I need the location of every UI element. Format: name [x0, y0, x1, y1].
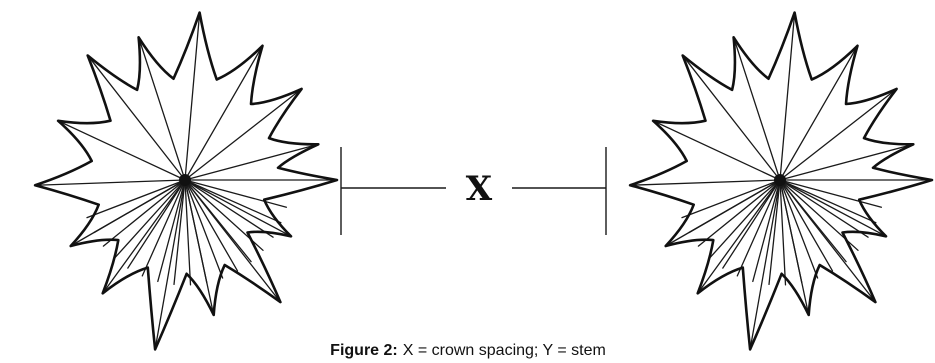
crown-branch-line: [141, 179, 186, 277]
crown-branch-line: [157, 179, 186, 283]
crown-branch-line: [184, 179, 289, 236]
crown-branch-line: [699, 179, 781, 291]
crown-branch-line: [779, 17, 795, 181]
crown-branch-line: [86, 179, 186, 219]
right-crown-spokes: [633, 17, 929, 345]
left-stem-point: [179, 174, 191, 186]
crown-branch-line: [779, 90, 894, 181]
crown-branch-line: [697, 179, 781, 247]
crown-branch-line: [184, 179, 252, 263]
crown-branch-line: [633, 179, 781, 186]
left-tree-crown: [33, 11, 339, 351]
crown-branch-line: [779, 49, 856, 181]
crown-branch-line: [184, 179, 208, 284]
crown-branch-line: [173, 179, 186, 286]
crown-branch-line: [184, 179, 274, 238]
crown-branch-line: [779, 179, 883, 208]
caption-prefix: Figure 2:: [330, 342, 398, 359]
crown-branch-line: [779, 179, 884, 236]
caption-text: X = crown spacing; Y = stem: [403, 342, 606, 359]
crown-branch-line: [61, 121, 186, 181]
crown-branch-line: [184, 144, 315, 181]
crown-branch-line: [709, 179, 781, 259]
crown-branch-line: [38, 179, 186, 186]
crown-branch-line: [779, 179, 834, 272]
crown-branch-line: [93, 179, 186, 234]
crown-branch-line: [104, 179, 186, 291]
left-crown-spokes: [38, 17, 334, 345]
crown-branch-line: [779, 179, 869, 238]
crown-branch-line: [779, 179, 787, 286]
crown-branch-line: [184, 49, 261, 181]
crown-branch-line: [779, 179, 877, 224]
crown-branch-line: [688, 179, 781, 234]
crown-branch-line: [681, 179, 781, 219]
crown-branch-line: [752, 179, 781, 283]
right-tree-crown: [628, 11, 934, 351]
crown-branch-line: [768, 179, 781, 286]
crown-branch-line: [734, 40, 781, 181]
crown-branch-line: [779, 179, 847, 263]
crown-branch-line: [184, 179, 224, 279]
crown-branch-line: [102, 179, 186, 247]
crown-branch-line: [155, 179, 186, 345]
crown-branch-line: [184, 179, 282, 224]
crown-spacing-dimension: X: [340, 147, 607, 235]
crown-branch-line: [127, 179, 186, 269]
crown-branch-line: [114, 179, 186, 259]
crown-branch-line: [184, 179, 192, 286]
crown-branch-line: [684, 58, 781, 181]
crown-branch-line: [750, 179, 781, 345]
crown-branch-line: [184, 17, 200, 181]
figure-caption: Figure 2: X = crown spacing; Y = stem: [330, 342, 606, 359]
crown-branch-line: [779, 144, 910, 181]
crown-branch-line: [184, 179, 239, 272]
crown-branch-line: [139, 40, 186, 181]
crown-branch-line: [184, 90, 299, 181]
crown-branch-line: [779, 179, 803, 284]
right-crown-outline: [628, 11, 934, 351]
crown-branch-line: [736, 179, 781, 277]
crown-branch-line: [779, 179, 819, 279]
crown-branch-line: [722, 179, 781, 269]
spacing-label: X: [466, 169, 493, 209]
crown-branch-line: [656, 121, 781, 181]
crown-branch-line: [89, 58, 186, 181]
crown-branch-line: [184, 179, 288, 208]
right-stem-point: [774, 174, 786, 186]
left-crown-outline: [33, 11, 339, 351]
